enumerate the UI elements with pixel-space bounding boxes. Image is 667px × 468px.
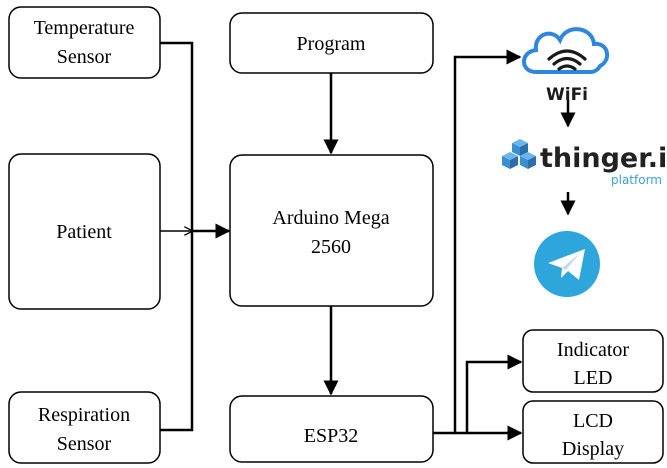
- thinger-name: thinger.io: [540, 143, 667, 174]
- esp32-to-led-arrow: [455, 354, 523, 435]
- temperature-sensor-block: Temperature Sensor: [8, 6, 161, 79]
- respiration-sensor-label-2: Sensor: [57, 433, 112, 455]
- esp32-label: ESP32: [304, 425, 358, 447]
- patient-label: Patient: [56, 221, 112, 243]
- wifi-text: WiFi: [546, 85, 588, 105]
- cubes-icon: [502, 139, 536, 169]
- lcd-display-label-2: Display: [562, 438, 624, 460]
- wifi-cloud-icon: WiFi: [522, 27, 610, 105]
- arduino-block: Arduino Mega 2560: [229, 154, 434, 307]
- patient-block: Patient: [8, 153, 161, 310]
- temperature-sensor-label-1: Temperature: [34, 17, 135, 39]
- arduino-label-2: 2560: [311, 236, 351, 258]
- indicator-led-label-2: LED: [574, 367, 613, 389]
- respiration-sensor-label-1: Respiration: [38, 404, 130, 426]
- indicator-led-label-1: Indicator: [557, 339, 630, 361]
- esp32-block: ESP32: [229, 395, 434, 463]
- temperature-sensor-label-2: Sensor: [57, 46, 112, 68]
- thinger-tagline: platform: [611, 173, 662, 187]
- respiration-sensor-block: Respiration Sensor: [8, 391, 161, 464]
- telegram-icon: [534, 231, 600, 297]
- lcd-display-label-1: LCD: [573, 410, 613, 432]
- arduino-label-1: Arduino Mega: [272, 207, 389, 229]
- program-label: Program: [297, 33, 366, 55]
- lcd-display-block: LCD Display: [522, 400, 664, 464]
- indicator-led-block: Indicator LED: [522, 329, 664, 393]
- sensor-bus-wire: [160, 41, 194, 432]
- esp32-to-wifi-arrow: [433, 49, 522, 435]
- program-block: Program: [229, 12, 434, 74]
- thinger-logo: thinger.io platform: [502, 139, 667, 187]
